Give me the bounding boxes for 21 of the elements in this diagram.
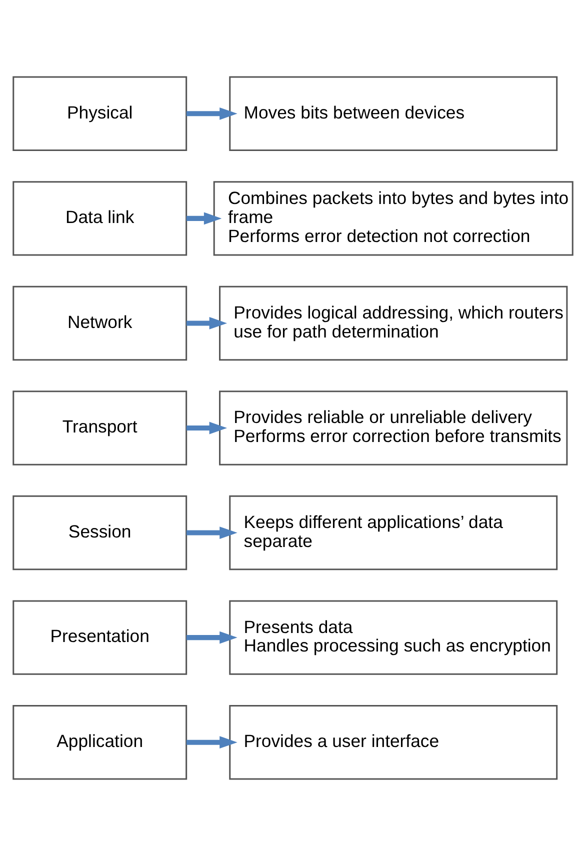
node-box: Physical [12, 76, 188, 151]
arrow [186, 421, 228, 434]
node-box: Combines packets into bytes and bytes into frame Performs error detection not correction [213, 180, 574, 256]
node-box: Session [12, 494, 188, 570]
arrow [186, 106, 238, 120]
node-box: Moves bits between devices [229, 76, 558, 151]
arrow [186, 316, 228, 329]
arrow [186, 526, 238, 538]
node-box: Presentation [12, 600, 188, 674]
node-box: Provides logical addressing, which routers use for path determination [219, 285, 568, 360]
arrow [186, 212, 222, 224]
arrow [186, 630, 238, 644]
node-box: Transport [12, 390, 188, 465]
node-box: Provides a user interface [229, 704, 558, 780]
node-box: Keeps different applications’ data separate [229, 494, 558, 570]
node-box: Application [12, 704, 188, 780]
node-box: Data link [12, 180, 188, 256]
node-box: Provides reliable or unreliable delivery Performs error correction before transmits [219, 390, 568, 465]
node-box: Network [12, 285, 188, 360]
arrow [186, 736, 238, 748]
node-box: Presents data Handles processing such as encryption [229, 600, 558, 674]
